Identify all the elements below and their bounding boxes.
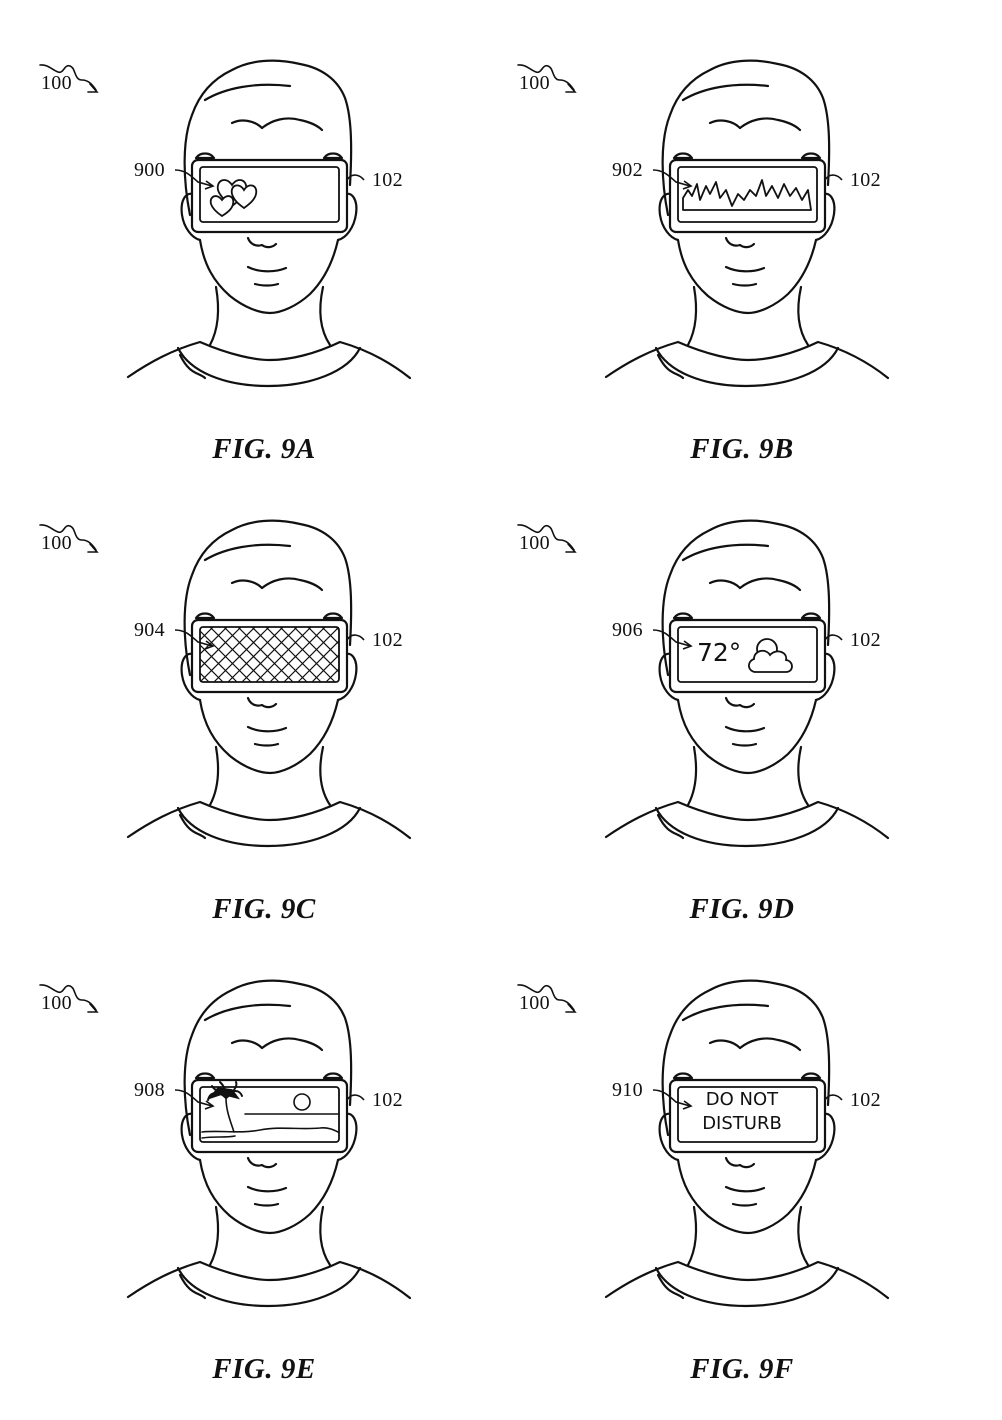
- head-illustration: [39, 59, 412, 388]
- figure-caption: FIG. 9F: [690, 1353, 794, 1385]
- do-not-disturb-text: DO NOT DISTURB: [687, 1088, 797, 1136]
- system-ref-label: 100: [519, 72, 550, 94]
- text-line-2: DISTURB: [702, 1113, 782, 1134]
- figure-caption: FIG. 9C: [212, 893, 316, 925]
- system-ref-label: 100: [519, 532, 550, 554]
- content-ref-label: 904: [134, 619, 165, 641]
- device-ref-label: 102: [372, 169, 403, 191]
- figure-caption: FIG. 9E: [212, 1353, 316, 1385]
- content-ref-label: 908: [134, 1079, 165, 1101]
- device-ref-label: 102: [372, 1089, 403, 1111]
- content-ref-label: 910: [612, 1079, 643, 1101]
- device-ref-label: 102: [850, 1089, 881, 1111]
- head-illustration: [517, 59, 890, 388]
- content-ref-label: 900: [134, 159, 165, 181]
- waveform-icon: [682, 179, 812, 211]
- figure-panel-9d: 72° 100 906 102 FIG. 9D: [478, 460, 979, 925]
- crosshatch-pattern: [200, 627, 339, 682]
- content-ref-label: 902: [612, 159, 643, 181]
- cloud-icon: [748, 638, 793, 673]
- figure-panel-9e: 100 908 102 FIG. 9E: [0, 920, 501, 1385]
- head-illustration: [517, 519, 890, 848]
- temperature-readout: 72°: [697, 638, 742, 667]
- figure-caption: FIG. 9B: [690, 433, 794, 465]
- figure-caption: FIG. 9D: [689, 893, 795, 925]
- figure-caption: FIG. 9A: [212, 433, 316, 465]
- system-ref-label: 100: [41, 72, 72, 94]
- head-illustration: [39, 519, 412, 848]
- head-illustration: [517, 979, 890, 1308]
- device-ref-label: 102: [850, 629, 881, 651]
- beach-scene-icon: [201, 1081, 340, 1139]
- content-ref-label: 906: [612, 619, 643, 641]
- system-ref-label: 100: [41, 992, 72, 1014]
- figure-panel-9c: 100 904 102 FIG. 9C: [0, 460, 501, 925]
- system-ref-label: 100: [519, 992, 550, 1014]
- device-ref-label: 102: [850, 169, 881, 191]
- head-illustration: [39, 979, 412, 1308]
- device-ref-label: 102: [372, 629, 403, 651]
- hearts-icon: [209, 179, 258, 218]
- figure-panel-9a: 100 900 102 FIG. 9A: [0, 0, 501, 465]
- text-line-1: DO NOT: [705, 1089, 779, 1110]
- system-ref-label: 100: [41, 532, 72, 554]
- figure-panel-9b: 100 902 102 FIG. 9B: [478, 0, 979, 465]
- figure-panel-9f: DO NOT DISTURB 100 910 102 FIG. 9F: [478, 920, 979, 1385]
